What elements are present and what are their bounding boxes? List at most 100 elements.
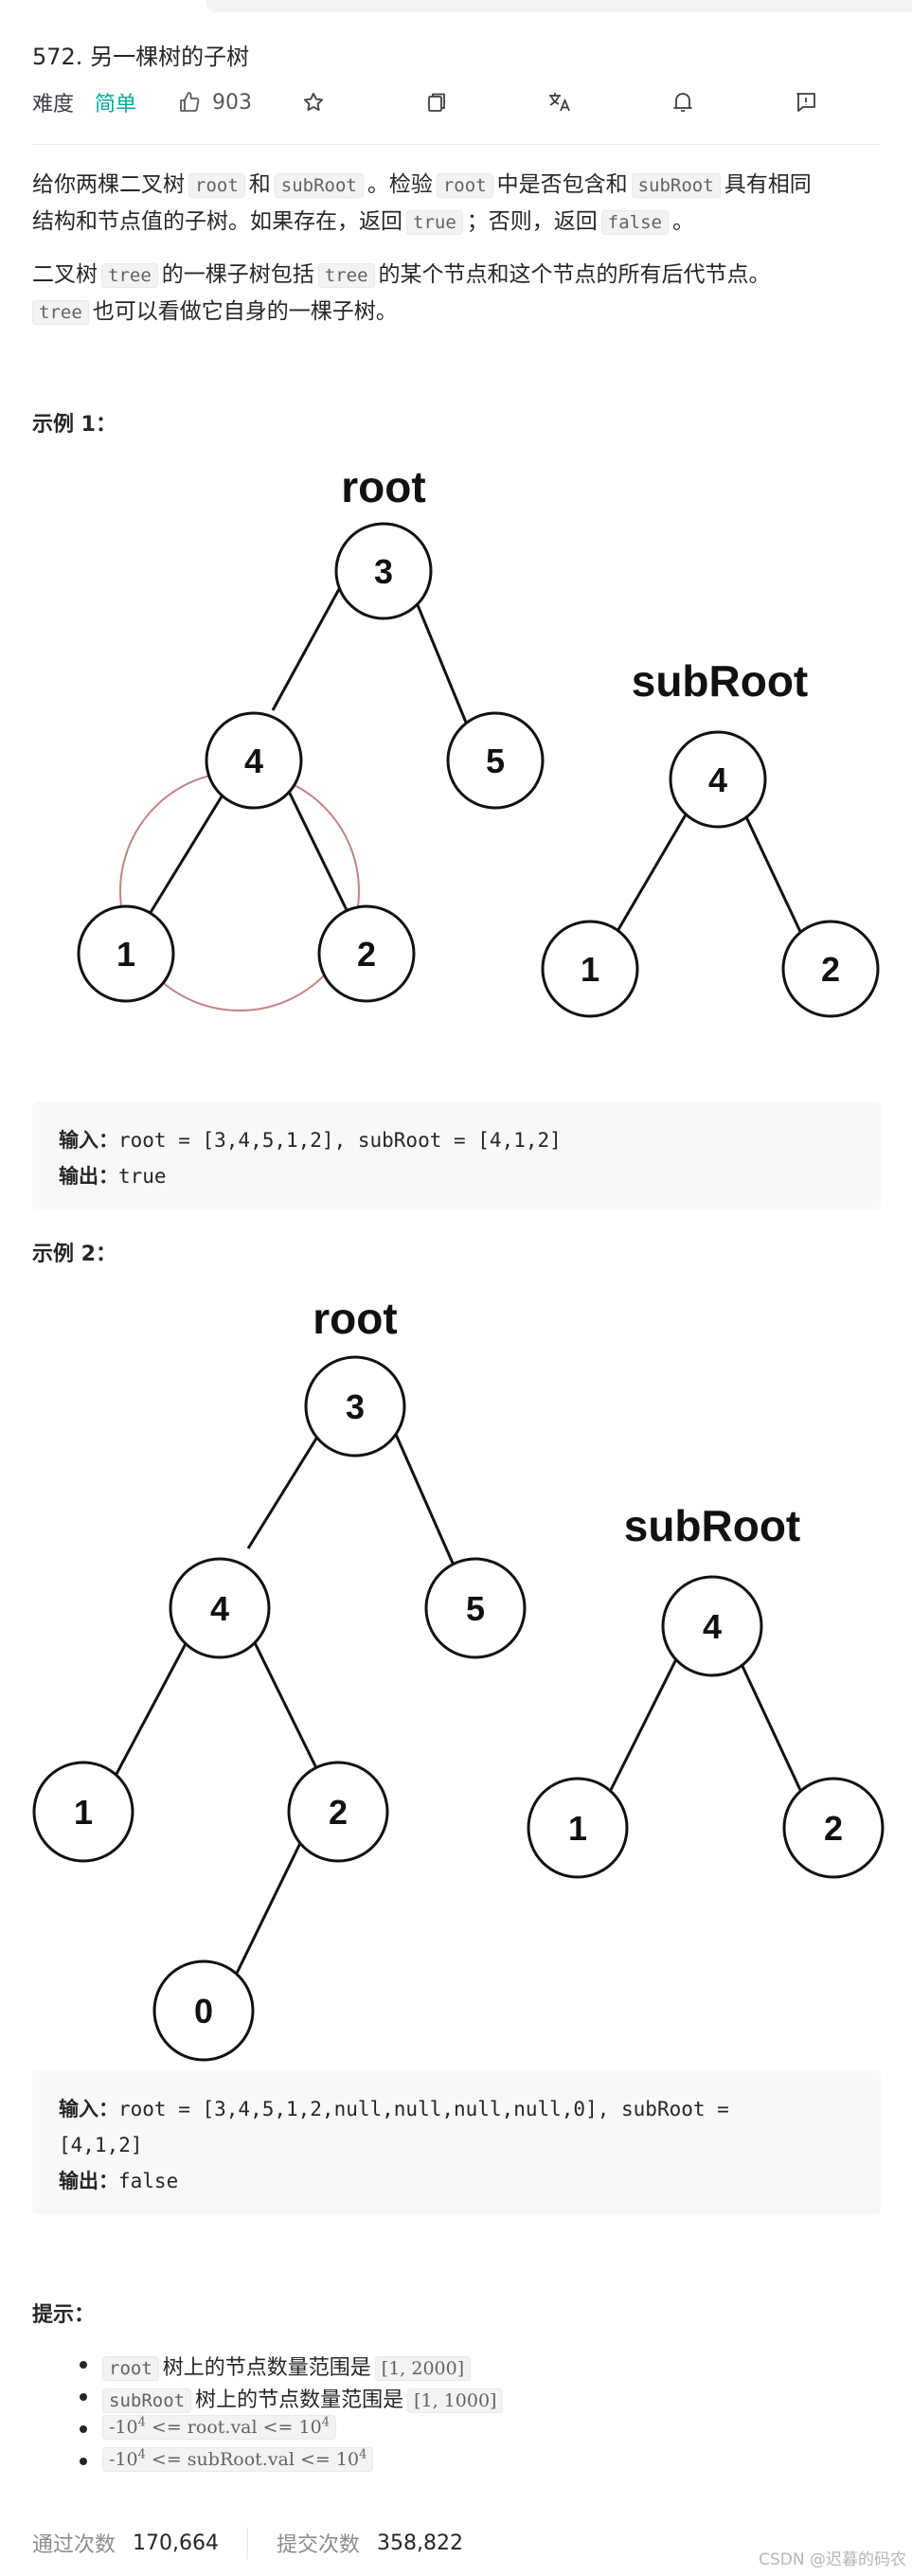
desc-text: 和 [248, 172, 271, 197]
bullet [80, 2361, 87, 2369]
constraint-text: -10 [109, 2417, 138, 2438]
code-false: false [600, 210, 669, 235]
hints-heading: 提示： [32, 2303, 96, 2327]
tree-node: 1 [116, 935, 135, 974]
hint-text: 树上的节点数量范围是 [162, 2356, 371, 2380]
feedback-button[interactable] [794, 90, 818, 115]
exponent: 4 [137, 2415, 146, 2430]
constraint-text: <= subRoot.val <= 10 [145, 2449, 360, 2470]
submitted-label: 提交次数 [277, 2533, 361, 2557]
desc-text: ；否则，返回 [466, 209, 598, 234]
hint-text: 树上的节点数量范围是 [195, 2388, 404, 2412]
exponent: 4 [321, 2415, 330, 2430]
constraint: -104 <= subRoot.val <= 104 [102, 2447, 374, 2472]
exponent: 4 [137, 2447, 146, 2462]
submission-stats: 通过次数 170,664 提交次数 358,822 [32, 2527, 463, 2559]
problem-meta: 难度 简单 903 [32, 85, 818, 119]
accepted-count: 170,664 [133, 2531, 219, 2555]
desc-text: 二叉树 [32, 262, 98, 287]
code-tree: tree [32, 300, 89, 325]
hint-item: -104 <= root.val <= 104 [0, 2415, 912, 2443]
tree-node: 1 [568, 1809, 587, 1848]
thumbs-up-icon [180, 92, 200, 112]
tree-node: 2 [357, 935, 376, 974]
code-subroot: subRoot [631, 173, 721, 198]
like-button[interactable]: 903 [178, 91, 252, 115]
output-label: 输出： [59, 2170, 118, 2192]
desc-text: 的某个节点和这个节点的所有后代节点。 [378, 262, 771, 287]
header-divider [32, 144, 881, 145]
stats-divider [247, 2527, 248, 2559]
subscribe-button[interactable] [671, 90, 695, 115]
tree-node: 4 [703, 1607, 722, 1646]
code-root: root [102, 2356, 159, 2381]
example-2-io: 输入：root = [3,4,5,1,2,null,null,null,null… [32, 2070, 881, 2214]
tree-node: 2 [821, 950, 840, 989]
input-label: 输入： [59, 2098, 118, 2120]
feedback-icon [796, 93, 815, 112]
share-button[interactable] [424, 90, 449, 115]
example-1-diagram: root subRoot 3 4 5 1 2 4 1 2 [0, 445, 912, 1108]
tree-node: 4 [708, 760, 727, 799]
hint-item: -104 <= subRoot.val <= 104 [0, 2447, 912, 2476]
bullet [80, 2425, 87, 2433]
code-subroot: subRoot [102, 2388, 192, 2413]
submitted-count: 358,822 [377, 2531, 463, 2555]
top-bar [206, 0, 912, 12]
accepted-label: 通过次数 [32, 2533, 116, 2557]
difficulty-badge: 简单 [95, 93, 137, 116]
code-root: root [436, 173, 493, 198]
tree-node: 2 [824, 1809, 843, 1848]
subroot-tree-title: subRoot [624, 1501, 801, 1550]
desc-text: 的一棵子树包括 [161, 262, 314, 287]
input-value: root = [3,4,5,1,2,null,null,null,null,0]… [118, 2098, 729, 2120]
tree-node: 4 [210, 1589, 229, 1628]
root-tree-title: root [341, 462, 425, 511]
tree-node: 4 [244, 742, 263, 780]
example-1-heading: 示例 1： [32, 413, 116, 437]
desc-text: 也可以看做它自身的一棵子树。 [92, 299, 398, 324]
difficulty-label: 难度 [32, 93, 75, 116]
bullet [80, 2393, 87, 2401]
star-icon [304, 92, 324, 111]
tree-node: 3 [374, 552, 393, 591]
desc-text: 具有相同 [724, 172, 812, 197]
like-count: 903 [212, 90, 253, 115]
output-label: 输出： [59, 1165, 118, 1188]
desc-text: 中是否包含和 [496, 172, 628, 197]
tree-node: 3 [346, 1387, 365, 1426]
constraint-text: -10 [109, 2449, 138, 2470]
input-value: root = [3,4,5,1,2], subRoot = [4,1,2] [118, 1129, 562, 1152]
code-tree: tree [101, 263, 158, 288]
translate-button[interactable] [547, 90, 572, 115]
root-tree-title: root [313, 1294, 397, 1343]
favorite-button[interactable] [301, 90, 326, 115]
share-icon [428, 93, 445, 112]
example-1-io: 输入：root = [3,4,5,1,2], subRoot = [4,1,2]… [32, 1101, 881, 1209]
desc-text: 。 [671, 209, 694, 234]
constraint: -104 <= root.val <= 104 [102, 2415, 336, 2440]
translate-icon [549, 93, 570, 112]
input-label: 输入： [59, 1129, 118, 1152]
exponent: 4 [359, 2447, 367, 2462]
code-subroot: subRoot [274, 173, 364, 198]
output-value: true [118, 1165, 167, 1188]
range: [1, 2000] [374, 2356, 472, 2381]
code-true: true [406, 210, 463, 235]
tree-node: 0 [194, 1992, 213, 2030]
range: [1, 1000] [407, 2388, 504, 2413]
bell-icon [673, 93, 692, 112]
code-root: root [188, 173, 245, 198]
subroot-tree-title: subRoot [632, 656, 809, 706]
example-2-diagram: root subRoot 3 4 5 1 2 0 4 1 2 [0, 1274, 912, 2069]
tree-node: 5 [486, 742, 505, 780]
constraint-text: <= root.val <= 10 [145, 2417, 322, 2438]
watermark: CSDN @迟暮的码农 [759, 2550, 906, 2569]
tree-node: 5 [466, 1589, 485, 1628]
code-tree: tree [317, 263, 375, 288]
bullet [80, 2458, 87, 2465]
